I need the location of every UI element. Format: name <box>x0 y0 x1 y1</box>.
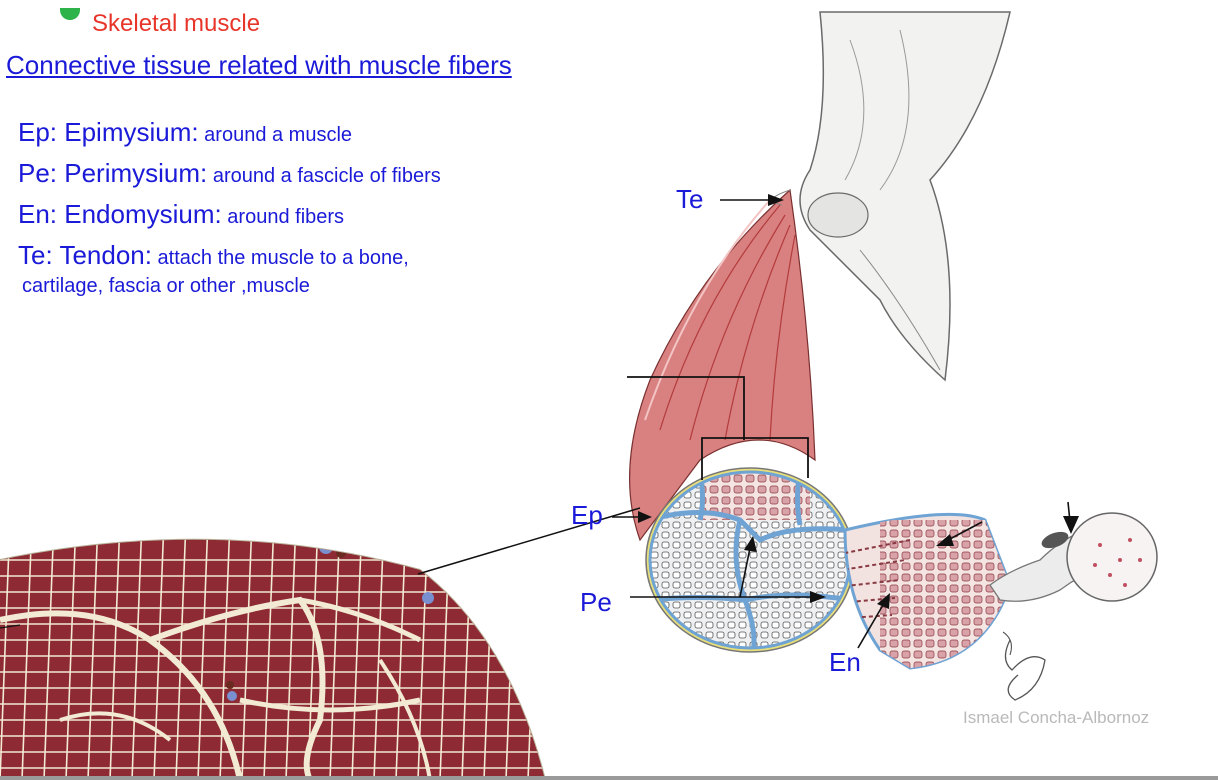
bone-shape <box>799 11 1011 382</box>
illustration-credit: Ismael Concha-Albornoz <box>963 708 1149 727</box>
slide-subtitle[interactable]: Connective tissue related with muscle fi… <box>6 50 512 80</box>
definition-endomysium: En: Endomysium: around fibers <box>18 196 441 237</box>
definition-desc: around a fascicle of fibers <box>207 165 441 187</box>
en-arrow-head <box>877 593 890 609</box>
label-pe: Pe <box>580 587 612 617</box>
signature-mark-icon <box>1002 631 1046 701</box>
histology-section <box>0 538 547 780</box>
definition-perimysium: Pe: Perimysium: around a fascicle of fib… <box>18 155 441 196</box>
histology-edge-line <box>0 624 21 629</box>
callout-bracket-lines <box>627 376 809 480</box>
fascicle-detail <box>843 512 1012 670</box>
footer-rule <box>0 776 1218 780</box>
definition-desc: around fibers <box>221 206 345 228</box>
definition-continuation: cartilage, fascia or other ,muscle <box>22 275 310 297</box>
definition-desc: attach the muscle to a bone, <box>151 247 409 269</box>
en-arrow-head-2 <box>936 534 954 546</box>
histology-leader-line <box>417 507 641 575</box>
ep-arrow-head <box>638 511 652 523</box>
en-arrow-line-2 <box>947 521 983 541</box>
label-ep: Ep <box>571 500 603 530</box>
muscle-belly <box>629 188 816 542</box>
pe-arrow-head <box>810 591 826 603</box>
definition-term: En: Endomysium: <box>18 199 222 229</box>
pe-arrow-line-2 <box>739 547 751 598</box>
definition-epimysium: Ep: Epimysium: around a muscle <box>18 114 441 155</box>
label-en: En <box>829 647 861 677</box>
te-arrow-head <box>768 194 784 206</box>
definitions-list: Ep: Epimysium: around a muscle Pe: Perim… <box>18 114 441 298</box>
pe-arrow-head-2 <box>744 536 757 552</box>
fiber-arrow-head <box>1063 516 1079 534</box>
muscle-fiber-detail <box>989 512 1158 602</box>
definition-desc: around a muscle <box>198 124 353 146</box>
bullet-dot-icon <box>60 8 80 20</box>
slide-title: Skeletal muscle <box>92 10 261 37</box>
muscle-cross-section <box>645 467 855 653</box>
definition-term: Pe: Perimysium: <box>18 158 208 188</box>
definition-term: Te: Tendon: <box>18 240 152 270</box>
label-te: Te <box>676 184 703 214</box>
en-arrow-line <box>857 604 884 649</box>
definition-tendon: Te: Tendon: attach the muscle to a bone, <box>18 237 441 278</box>
definition-term: Ep: Epimysium: <box>18 117 199 147</box>
